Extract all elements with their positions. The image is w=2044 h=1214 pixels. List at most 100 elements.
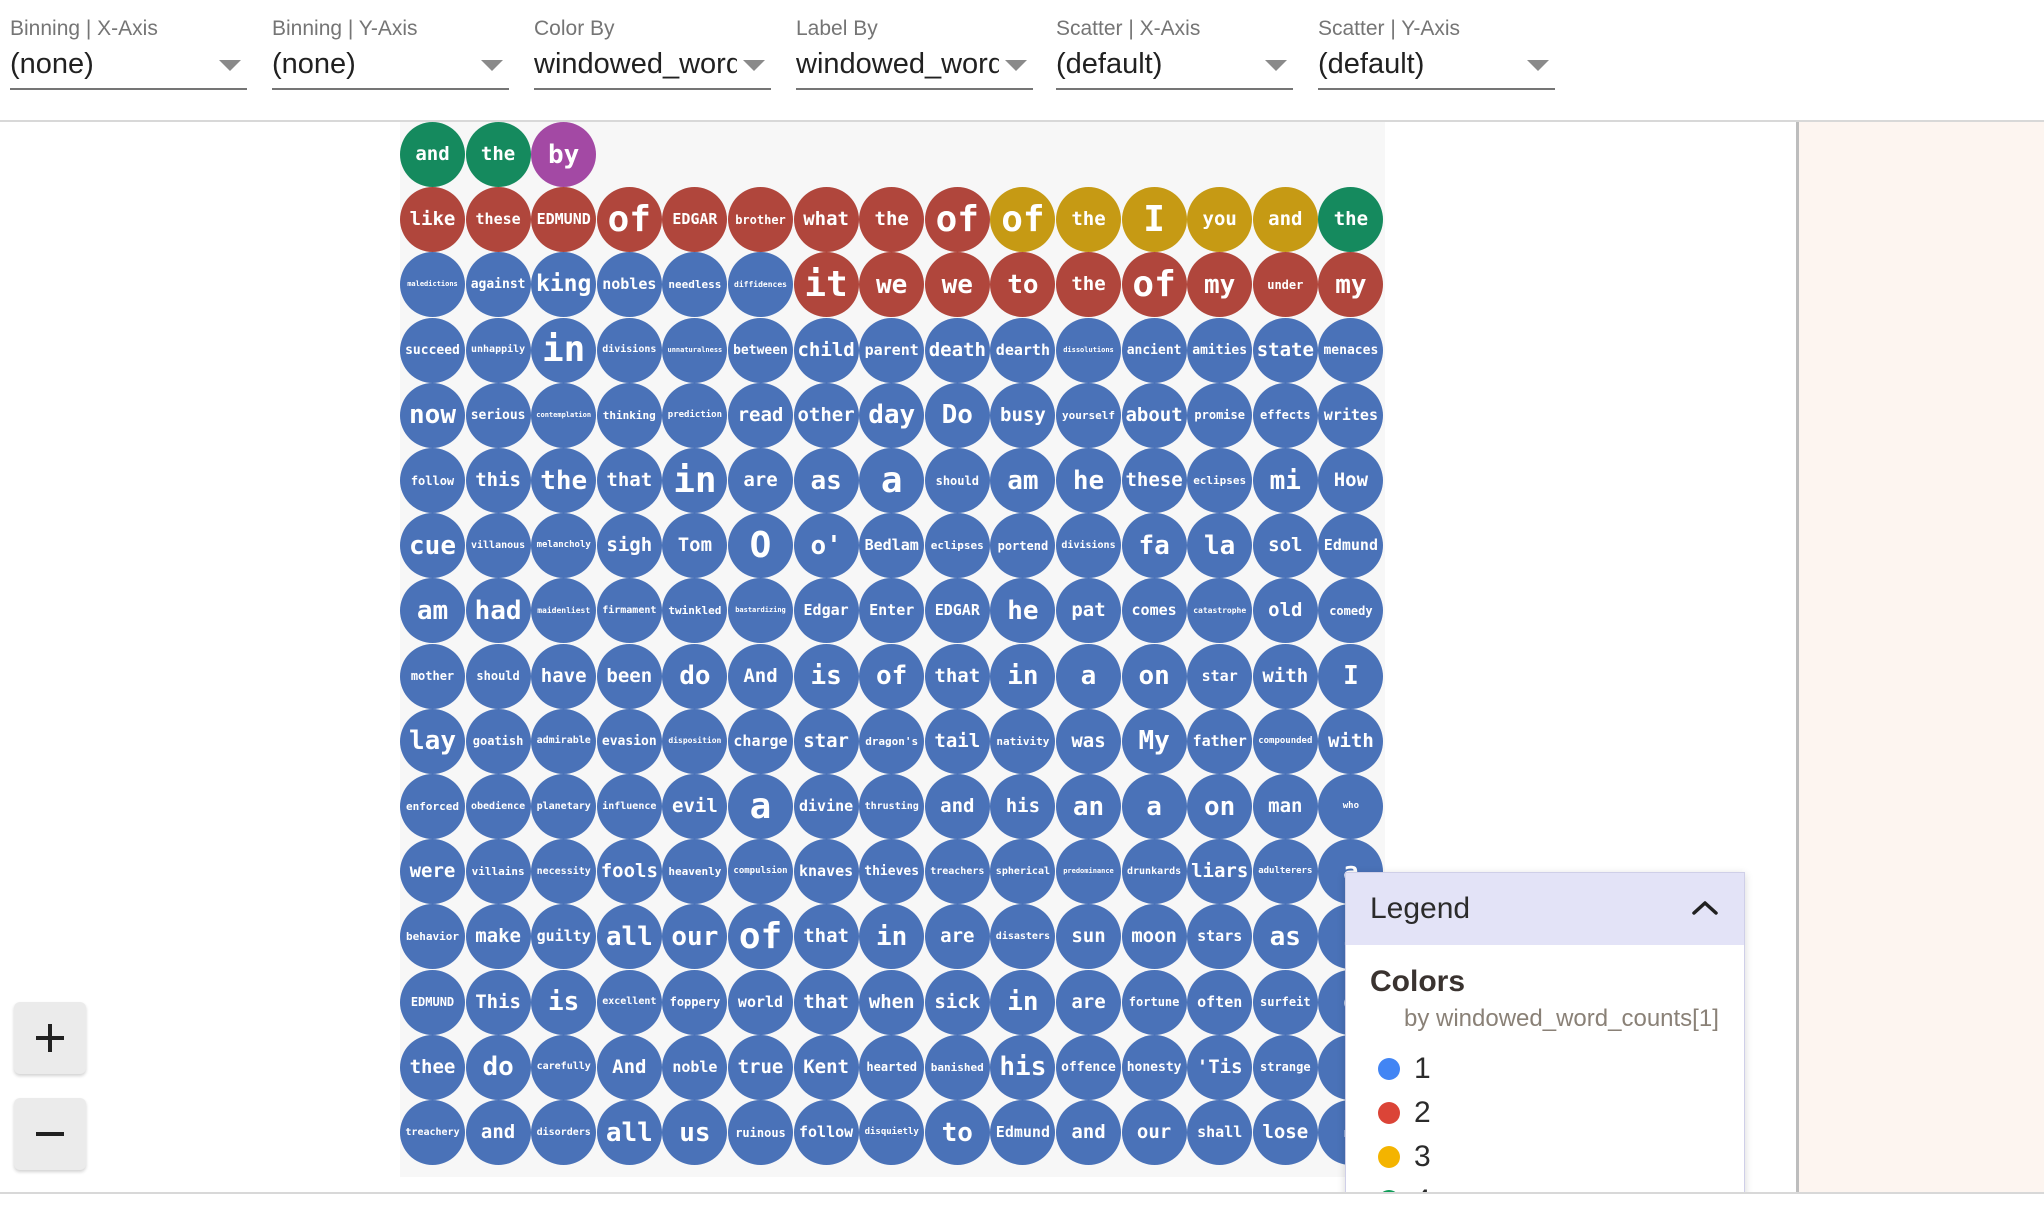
bubble-node[interactable]: of	[1121, 252, 1187, 318]
bubble-node[interactable]: excellent	[596, 969, 662, 1035]
bubble-node[interactable]: EDMUND	[400, 969, 465, 1035]
bubble-node[interactable]: obedience	[465, 774, 531, 839]
bubble-node[interactable]: EDGAR	[924, 578, 990, 644]
bubble-node[interactable]: what	[793, 187, 859, 253]
bubble-node[interactable]: maledictions	[400, 252, 465, 318]
bubble-node[interactable]: lose	[1252, 1100, 1318, 1165]
bubble-node[interactable]: it	[793, 252, 859, 318]
bubble-node[interactable]: our	[662, 904, 728, 970]
bubble-node[interactable]: compulsion	[728, 839, 793, 905]
select-control[interactable]: (default)	[1318, 44, 1555, 90]
bubble-node[interactable]: were	[400, 839, 465, 905]
bubble-node[interactable]: the	[531, 448, 597, 513]
bubble-node[interactable]: amities	[1187, 317, 1253, 383]
select-binning-y-axis[interactable]: Binning | Y-Axis(none)	[272, 14, 509, 90]
bubble-node[interactable]: an	[1056, 774, 1121, 839]
bubble-node[interactable]: effects	[1252, 382, 1318, 448]
bubble-node[interactable]: And	[596, 1034, 662, 1100]
bubble-node[interactable]: banished	[924, 1034, 990, 1100]
bubble-node[interactable]: thee	[400, 1034, 465, 1100]
bubble-node[interactable]: should	[465, 643, 531, 709]
bubble-node[interactable]: charge	[728, 708, 793, 774]
bubble-node[interactable]: our	[1121, 1100, 1187, 1165]
bubble-node[interactable]: strange	[1252, 1034, 1318, 1100]
bubble-node[interactable]: all	[596, 1100, 662, 1165]
bubble-node[interactable]: disorders	[531, 1100, 597, 1165]
bubble-node[interactable]: read	[728, 382, 793, 448]
bubble-node[interactable]: the	[1318, 187, 1384, 253]
bubble-node[interactable]: divisions	[1056, 513, 1121, 579]
bubble-node[interactable]: firmament	[596, 578, 662, 644]
bubble-node[interactable]: and	[400, 122, 465, 187]
bubble-node[interactable]: true	[728, 1034, 793, 1100]
bubble-node[interactable]: 'Tis	[1187, 1034, 1253, 1100]
bubble-node[interactable]: and	[465, 1100, 531, 1165]
bubble-node[interactable]: succeed	[400, 317, 465, 383]
bubble-node[interactable]: old	[1252, 578, 1318, 644]
bubble-node[interactable]: busy	[990, 382, 1056, 448]
bubble-node[interactable]: diffidences	[728, 252, 793, 318]
bubble-node[interactable]: these	[1121, 448, 1187, 513]
bubble-node[interactable]: us	[662, 1100, 728, 1165]
bubble-node[interactable]: when	[859, 969, 925, 1035]
bubble-node[interactable]: that	[596, 448, 662, 513]
bubble-node[interactable]: predominance	[1056, 839, 1121, 905]
bubble-node[interactable]: mother	[400, 643, 465, 709]
bubble-node[interactable]: goatish	[465, 708, 531, 774]
bubble-node[interactable]: guilty	[531, 904, 597, 970]
bubble-node[interactable]: are	[924, 904, 990, 970]
bubble-node[interactable]: This	[465, 969, 531, 1035]
chevron-down-icon[interactable]	[743, 60, 765, 71]
bubble-node[interactable]: in	[990, 643, 1056, 709]
bubble-node[interactable]: man	[1252, 774, 1318, 839]
bubble-node[interactable]: maidenliest	[531, 578, 597, 644]
bubble-node[interactable]: I	[1121, 187, 1187, 253]
select-control[interactable]: (none)	[272, 44, 509, 90]
bubble-node[interactable]: a	[859, 448, 925, 513]
bubble-node[interactable]: his	[990, 774, 1056, 839]
bubble-node[interactable]: parent	[859, 317, 925, 383]
legend-item[interactable]: 2	[1370, 1091, 1720, 1135]
bubble-node[interactable]: thinking	[596, 382, 662, 448]
bubble-node[interactable]: stars	[1187, 904, 1253, 970]
chevron-down-icon[interactable]	[1005, 60, 1027, 71]
bubble-node[interactable]: Kent	[793, 1034, 859, 1100]
bubble-node[interactable]: and	[1056, 1100, 1121, 1165]
bubble-node[interactable]: spherical	[990, 839, 1056, 905]
select-control[interactable]: (none)	[10, 44, 247, 90]
bubble-node[interactable]: against	[465, 252, 531, 318]
bubble-node[interactable]: twinkled	[662, 578, 728, 644]
bubble-node[interactable]: disposition	[662, 708, 728, 774]
bubble-node[interactable]: is	[793, 643, 859, 709]
bubble-node[interactable]: the	[859, 187, 925, 253]
bubble-node[interactable]: should	[924, 448, 990, 513]
bubble-node[interactable]: liars	[1187, 839, 1253, 905]
bubble-node[interactable]: shall	[1187, 1100, 1253, 1165]
bubble-node[interactable]: we	[859, 252, 925, 318]
bubble-node[interactable]: in	[531, 317, 597, 383]
bubble-node[interactable]: knaves	[793, 839, 859, 905]
bubble-node[interactable]: necessity	[531, 839, 597, 905]
bubble-node[interactable]: of	[596, 187, 662, 253]
bubble-node[interactable]: honesty	[1121, 1034, 1187, 1100]
bubble-node[interactable]: sigh	[596, 513, 662, 579]
bubble-node[interactable]: villains	[465, 839, 531, 905]
bubble-node[interactable]: we	[924, 252, 990, 318]
bubble-node[interactable]: make	[465, 904, 531, 970]
bubble-node[interactable]: Tom	[662, 513, 728, 579]
bubble-node[interactable]: surfeit	[1252, 969, 1318, 1035]
bubble-node[interactable]: with	[1318, 708, 1384, 774]
bubble-node[interactable]: dragon's	[859, 708, 925, 774]
bubble-node[interactable]: who	[1318, 774, 1384, 839]
bubble-node[interactable]: on	[1121, 643, 1187, 709]
bubble-node[interactable]: villanous	[465, 513, 531, 579]
legend-item[interactable]: 4	[1370, 1179, 1720, 1192]
bubble-node[interactable]: moon	[1121, 904, 1187, 970]
bubble-node[interactable]: between	[728, 317, 793, 383]
bubble-node[interactable]: evil	[662, 774, 728, 839]
bubble-node[interactable]: this	[465, 448, 531, 513]
